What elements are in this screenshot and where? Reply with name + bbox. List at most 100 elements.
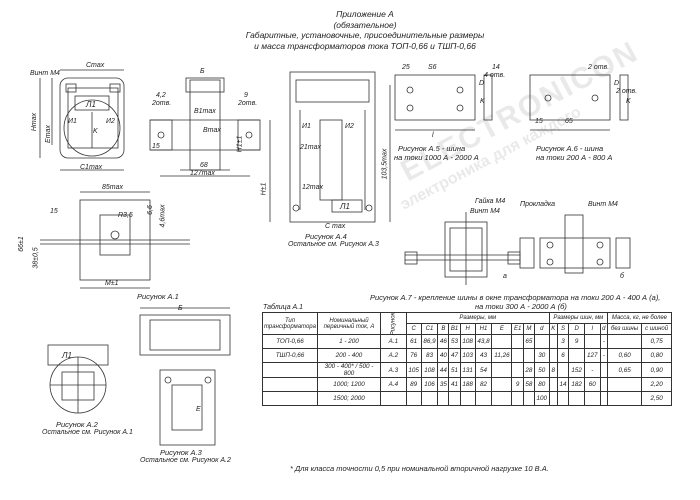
table-cell-m2: 0,90 — [641, 362, 672, 378]
table-cell-type: ТШП-0,66 — [262, 348, 318, 363]
label-l1: Л1 — [86, 100, 96, 109]
label-k: K — [93, 128, 98, 135]
label-21max: 21max — [300, 144, 322, 151]
table-cell-l — [583, 334, 601, 349]
th-h1: H1 — [474, 323, 493, 335]
table-cell-b1: 53 — [448, 334, 461, 349]
label-14: 14 — [492, 64, 500, 71]
th-d2: d — [599, 323, 608, 335]
table-cell-k — [548, 348, 558, 363]
table-cell-e — [491, 362, 513, 378]
table-cell-m1 — [606, 391, 643, 406]
table-cell-m1 — [606, 334, 643, 349]
table-cell-b: 46 — [437, 334, 450, 349]
label-hmax: Hmax — [31, 112, 39, 132]
table-cell-c: 76 — [405, 348, 422, 363]
table-cell-h: 103 — [459, 348, 476, 363]
table-cell-m: 28 — [522, 362, 535, 378]
label-l1-a4: Л1 — [340, 202, 350, 211]
th-mass: Масса, кг, не более — [606, 312, 673, 324]
caption-fig-a7: Рисунок А.7 - крепление шины в окне тран… — [370, 293, 661, 302]
table-cell-fig: А.2 — [379, 348, 407, 363]
th-figure: Рисунок — [379, 312, 407, 335]
th-type: Тип трансформатора — [262, 312, 318, 335]
label-103: 103,5max — [381, 148, 389, 180]
table-cell-h: 131 — [459, 362, 476, 378]
table-title: Таблица А.1 — [263, 304, 304, 311]
table-cell-s — [556, 391, 570, 406]
label-screw-m4b: Винт М4 — [470, 208, 500, 215]
table-cell-current: 1 - 200 — [316, 334, 381, 349]
caption-fig-a4b: Остальное см. Рисунок А.3 — [288, 241, 379, 248]
table-cell-d: 100 — [533, 391, 550, 406]
label-i1-a4: И1 — [302, 123, 311, 130]
label-e-a3: E — [196, 406, 201, 413]
label-2otv-a6b: 2 отв. — [616, 88, 638, 95]
table-cell-d — [533, 334, 550, 349]
table-cell-d: 80 — [533, 377, 550, 392]
table-cell-c: 61 — [405, 334, 422, 349]
table-cell-d2: - — [599, 334, 608, 349]
th-dd: D — [568, 323, 585, 335]
label-screw-m4: Винт М4 — [30, 70, 60, 77]
table-cell-type — [262, 362, 318, 378]
table-cell-e1 — [511, 348, 524, 363]
th-dims: Размеры, мм — [405, 312, 550, 324]
th-k: K — [548, 323, 558, 335]
th-h: H — [459, 323, 476, 335]
th-b1: B1 — [448, 323, 461, 335]
table-cell-s: 6 — [556, 348, 570, 363]
table-cell-h: 188 — [459, 377, 476, 392]
label-15-left: 15 — [50, 208, 58, 215]
table-cell-dd — [568, 391, 585, 406]
table-cell-b: 40 — [437, 348, 450, 363]
label-i2-a4: И2 — [345, 123, 354, 130]
table-cell-h — [459, 391, 476, 406]
caption-fig-a3: Рисунок А.3 — [160, 448, 202, 457]
spec-table: Тип трансформатора Номинальный первичный… — [262, 312, 673, 406]
table-cell-m1: 0,65 — [606, 362, 643, 378]
label-38: 38±0,5 — [32, 247, 40, 269]
table-cell-m2: 2,20 — [641, 377, 672, 392]
table-cell-d: 30 — [533, 348, 550, 363]
fig-a1-front-view — [39, 69, 125, 171]
table-cell-s: 3 — [556, 334, 570, 349]
table-cell-dd — [568, 348, 585, 363]
th-c1: C1 — [420, 323, 439, 335]
fig-a3-drawing — [139, 307, 231, 446]
table-cell-s — [556, 362, 570, 378]
table-cell-d2 — [599, 362, 608, 378]
fig-a5-drawing — [394, 74, 493, 131]
label-4-6max: 4,6max — [159, 204, 167, 228]
table-cell-d2 — [599, 377, 608, 392]
label-b-a3: Б — [178, 305, 183, 312]
label-d: D — [479, 80, 485, 87]
table-cell-k — [548, 334, 558, 349]
table-cell-k — [548, 377, 558, 392]
label-a: а — [503, 273, 507, 280]
label-4otv: 4 отв. — [484, 72, 506, 79]
table-cell-k: 8 — [548, 362, 558, 378]
th-current: Номинальный первичный ток, А — [316, 312, 381, 335]
table-cell-k — [548, 391, 558, 406]
table-cell-m: 65 — [522, 334, 535, 349]
label-b1max: B1max — [194, 108, 216, 115]
label-2otv: 2отв. — [152, 100, 172, 107]
table-cell-d2 — [599, 391, 608, 406]
table-cell-fig: А.3 — [379, 362, 407, 378]
th-bus: Размеры шин, мм — [548, 312, 608, 324]
label-screw-m4c: Винт М4 — [588, 201, 618, 208]
table-cell-b — [437, 391, 450, 406]
label-65: 65 — [565, 118, 573, 125]
label-b: Б — [200, 68, 205, 75]
table-cell-h1 — [474, 391, 493, 406]
document-header: Приложение А (обязательное) Габаритные, … — [200, 9, 530, 51]
table-cell-h1: 82 — [474, 377, 493, 392]
th-d: d — [533, 323, 550, 335]
